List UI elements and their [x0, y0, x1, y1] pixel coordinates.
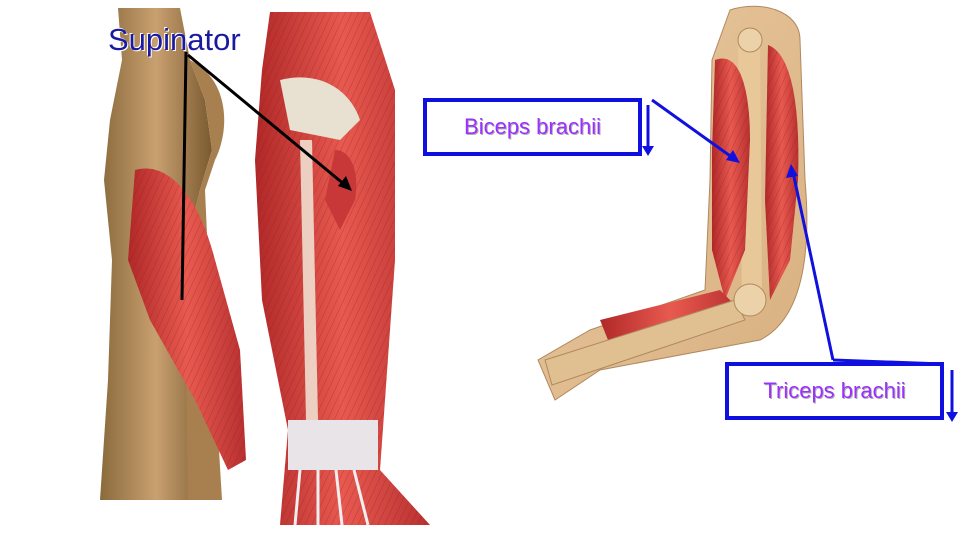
biceps-pointer-line — [642, 98, 740, 163]
forearm-muscles-illustration — [255, 12, 430, 526]
supinator-label: Supinator — [108, 22, 241, 57]
forearm-bones-illustration — [100, 8, 246, 500]
biceps-brachii-label: Biceps brachii — [464, 114, 601, 139]
bent-arm-illustration — [537, 5, 808, 401]
supinator-pointer-lines — [180, 51, 352, 301]
triceps-brachii-label-box: Triceps brachii — [725, 362, 944, 420]
triceps-brachii-label: Triceps brachii — [763, 378, 906, 403]
biceps-brachii-label-box: Biceps brachii — [423, 98, 642, 156]
